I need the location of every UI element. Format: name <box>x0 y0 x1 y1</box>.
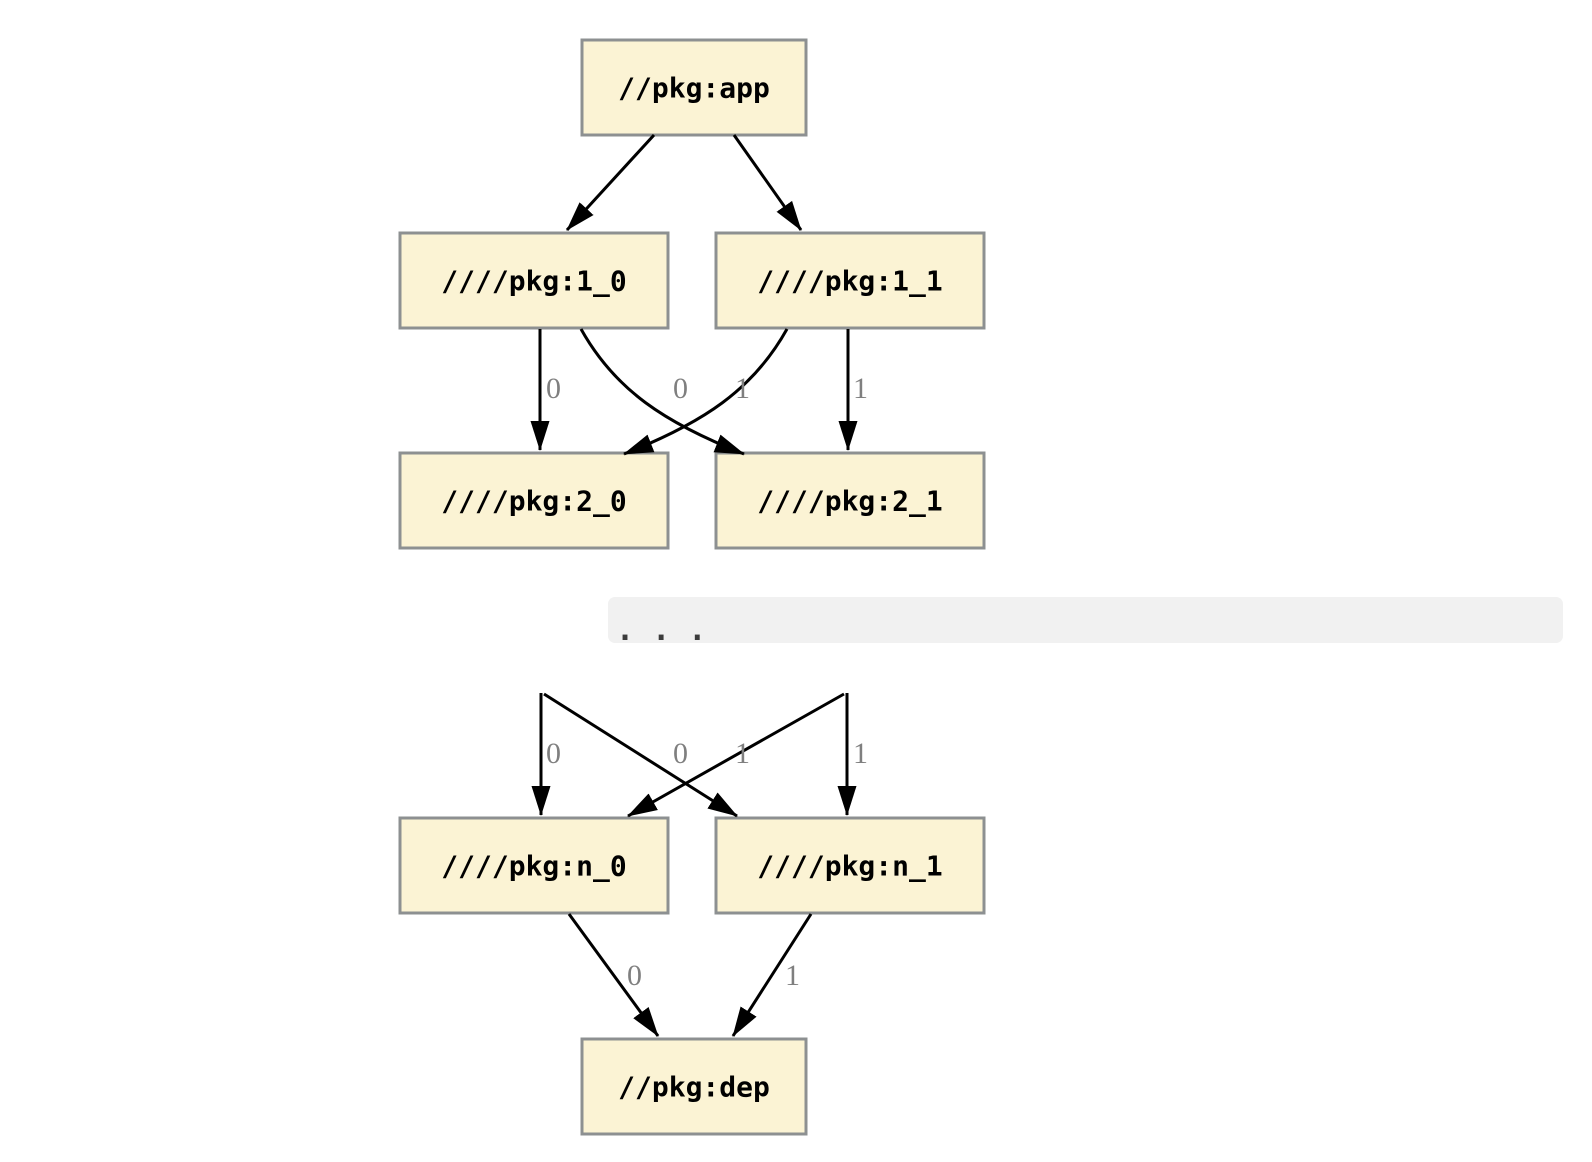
edge-n_0-dep <box>567 913 660 1037</box>
node-label: ////pkg:1_1 <box>757 265 942 298</box>
node-box <box>580 38 808 137</box>
node-dep: //pkg:dep <box>580 1037 808 1136</box>
node-label: //pkg:dep <box>618 1071 770 1104</box>
node-label: ////pkg:n_1 <box>757 850 942 883</box>
ellipsis-dots: . . . <box>616 613 706 648</box>
edge-label-1_0-2_1: 0 <box>673 372 688 405</box>
node-box <box>398 231 670 330</box>
node-n_1: ////pkg:n_1 <box>714 816 986 915</box>
node-box <box>714 451 986 550</box>
node-1_1: ////pkg:1_1 <box>714 231 986 330</box>
edge-prev_0-n_1 <box>543 692 738 818</box>
node-label: //pkg:app <box>618 72 770 105</box>
edge-1_0-2_1 <box>579 328 745 456</box>
edge-label-prev_0-n_1: 0 <box>673 737 688 770</box>
edge-1_1-2_0 <box>623 328 789 456</box>
edge-prev_1-n_0 <box>627 692 845 818</box>
node-app: //pkg:app <box>580 38 808 137</box>
node-box <box>398 451 670 550</box>
edge-label-1_1-2_1: 1 <box>853 372 868 405</box>
edge-label-1_1-2_0: 1 <box>735 372 750 405</box>
node-2_0: ////pkg:2_0 <box>398 451 670 550</box>
edge-n_1-dep <box>731 913 813 1037</box>
edge-app-1_1 <box>732 134 803 231</box>
edge-label-prev_1-n_0: 1 <box>735 737 750 770</box>
node-n_0: ////pkg:n_0 <box>398 816 670 915</box>
node-label: ////pkg:2_0 <box>441 485 626 518</box>
ellipsis-band <box>608 597 1563 643</box>
node-box <box>714 816 986 915</box>
node-label: ////pkg:2_1 <box>757 485 942 518</box>
edge-label-prev_1-n_1: 1 <box>853 737 868 770</box>
edge-label-prev_0-n_0: 0 <box>546 737 561 770</box>
edge-label-n_0-dep: 0 <box>627 959 642 992</box>
node-box <box>398 816 670 915</box>
edge-app-1_0 <box>565 133 656 232</box>
node-label: ////pkg:1_0 <box>441 265 626 298</box>
node-label: ////pkg:n_0 <box>441 850 626 883</box>
edge-label-n_1-dep: 1 <box>785 959 800 992</box>
node-1_0: ////pkg:1_0 <box>398 231 670 330</box>
edge-label-1_0-2_0: 0 <box>546 372 561 405</box>
node-box <box>580 1037 808 1136</box>
node-2_1: ////pkg:2_1 <box>714 451 986 550</box>
node-box <box>714 231 986 330</box>
